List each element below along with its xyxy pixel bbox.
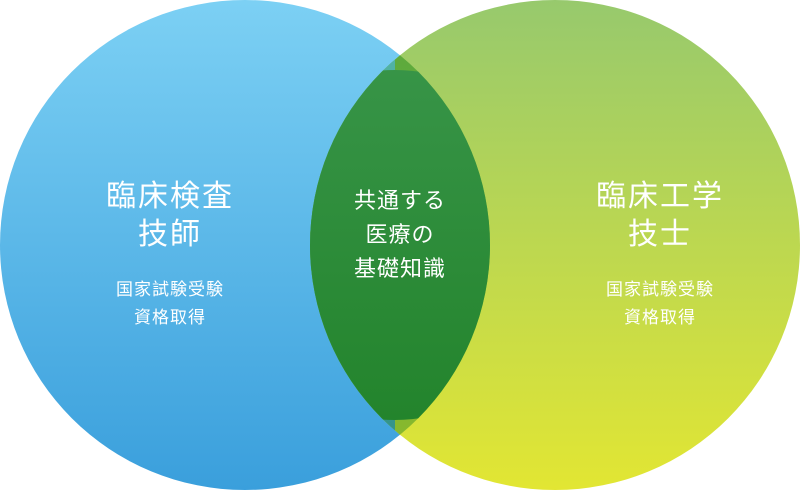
right-sub-line-2: 資格取得 — [624, 308, 696, 328]
right-title-line-2: 技士 — [628, 217, 692, 252]
overlap-label: 共通する 医療の 基礎知識 — [300, 185, 500, 287]
overlap-line-3: 基礎知識 — [353, 257, 446, 282]
left-circle-label: 臨床検査 技師 国家試験受験 資格取得 — [40, 178, 300, 332]
left-sub-line-2: 資格取得 — [134, 308, 206, 328]
right-circle-label: 臨床工学 技士 国家試験受験 資格取得 — [530, 178, 790, 332]
right-sub-line-1: 国家試験受験 — [606, 280, 714, 300]
right-title-line-1: 臨床工学 — [596, 179, 724, 214]
left-title-line-1: 臨床検査 — [106, 179, 234, 214]
left-title-line-2: 技師 — [138, 217, 202, 252]
left-sub-line-1: 国家試験受験 — [116, 280, 224, 300]
overlap-line-2: 医療の — [365, 223, 435, 248]
overlap-line-1: 共通する — [353, 189, 446, 214]
